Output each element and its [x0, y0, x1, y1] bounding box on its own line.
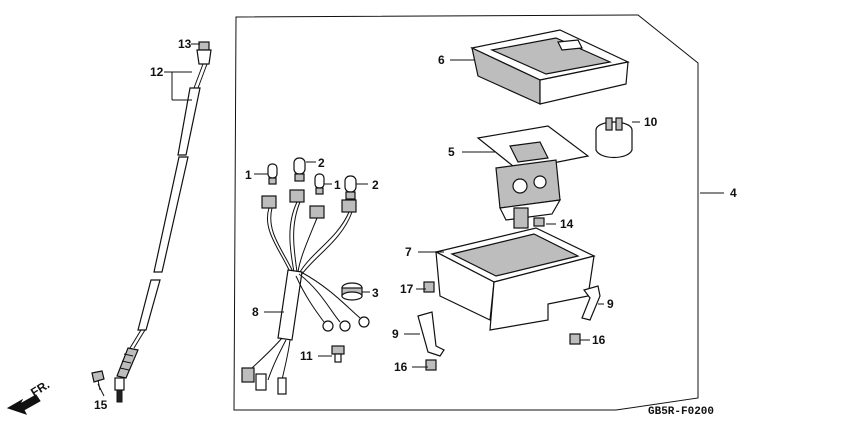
callout-1-right: 1 [334, 178, 341, 192]
meter-case [434, 227, 596, 331]
bolt-part-15 [91, 370, 105, 391]
bulbs [267, 157, 357, 200]
meter-lid [470, 29, 630, 105]
wire-harness [241, 189, 370, 395]
callout-7: 7 [405, 245, 412, 259]
callout-9-right: 9 [607, 297, 614, 311]
front-direction-arrow-icon: FR. [6, 377, 52, 415]
callout-11: 11 [300, 349, 313, 363]
meter-bracket [476, 125, 590, 229]
callout-8: 8 [252, 305, 259, 319]
callout-13: 13 [178, 37, 192, 51]
callout-4: 4 [730, 186, 737, 200]
bolt-part-16-right [569, 333, 581, 345]
callout-3: 3 [372, 286, 379, 300]
meter-socket-part-10 [595, 117, 633, 159]
callout-14: 14 [560, 217, 574, 231]
callout-16-right: 16 [592, 333, 606, 347]
stay-bracket-left [417, 311, 445, 357]
assembly-boundary [233, 14, 699, 411]
callout-1-left: 1 [245, 168, 252, 182]
bolt-part-14 [533, 217, 545, 227]
grommet-part-3 [341, 282, 363, 301]
callout-2-right: 2 [372, 178, 379, 192]
callout-2-left: 2 [318, 156, 325, 170]
bolt-part-17 [423, 281, 435, 293]
leader-lines [97, 43, 724, 397]
bolt-part-11 [331, 345, 345, 363]
diagram-code: GB5R-F0200 [648, 406, 714, 418]
speedometer-cable [114, 41, 212, 403]
callout-15: 15 [94, 398, 108, 412]
direction-label: FR. [28, 377, 52, 399]
bolt-part-16-left [425, 359, 437, 371]
callout-labels: 13 12 15 1 2 1 2 3 8 11 6 5 10 14 7 4 17… [94, 37, 737, 418]
stay-bracket-right [581, 285, 601, 321]
callout-17: 17 [400, 282, 414, 296]
callout-10: 10 [644, 115, 658, 129]
callout-6: 6 [438, 53, 445, 67]
callout-12: 12 [150, 65, 164, 79]
callout-9-left: 9 [392, 327, 399, 341]
callout-5: 5 [448, 145, 455, 159]
callout-16-left: 16 [394, 360, 408, 374]
